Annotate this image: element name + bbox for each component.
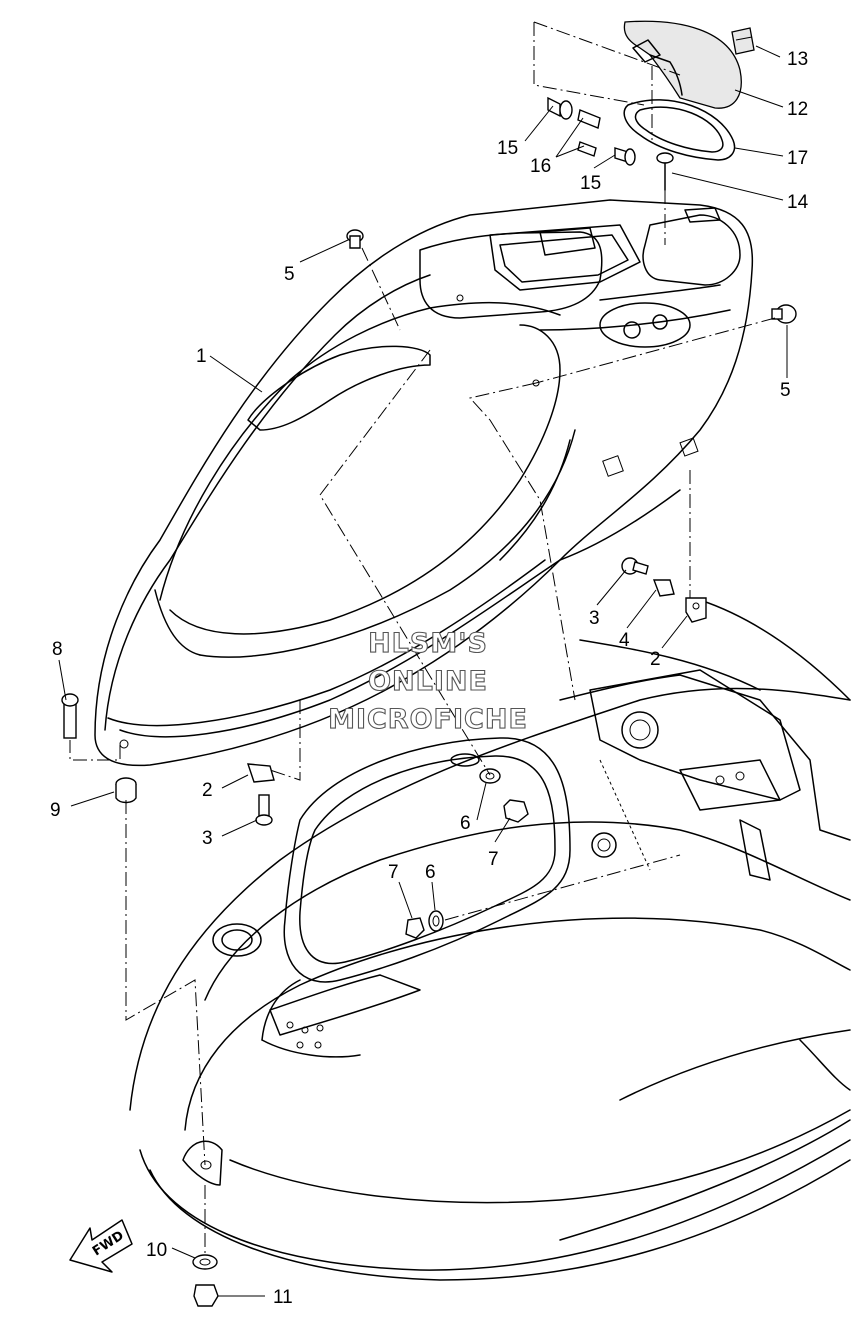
callout-10: 10 [146, 1240, 167, 1261]
watermark-line-3: MICROFICHE [328, 704, 528, 735]
callout-3: 3 [589, 608, 600, 629]
callout-5: 5 [284, 264, 295, 285]
forward-arrow-icon: FWD [69, 1219, 133, 1273]
callout-7: 7 [488, 849, 499, 870]
storage-opening [261, 737, 571, 1058]
callout-6: 6 [425, 862, 436, 883]
callout-11: 11 [273, 1287, 293, 1308]
callout-4: 4 [619, 630, 630, 651]
callout-16: 16 [530, 156, 551, 177]
assembly-lines [69, 21, 776, 1255]
callout-5: 5 [780, 380, 791, 401]
callouts: 1 2 2 3 3 4 5 5 6 6 7 7 8 9 10 11 12 13 … [50, 49, 809, 1308]
callout-9: 9 [50, 800, 61, 821]
hull-deck [129, 687, 851, 1281]
callout-1: 1 [196, 346, 207, 367]
callout-15: 15 [497, 138, 518, 159]
watermark-line-2: ONLINE [368, 666, 488, 697]
watermark: HLSM'S ONLINE MICROFICHE [328, 627, 528, 735]
rear-lid-parts [623, 20, 755, 161]
callout-8: 8 [52, 639, 63, 660]
leader-lines [58, 45, 788, 1297]
callout-6: 6 [460, 813, 471, 834]
inner-deck [559, 599, 851, 881]
callout-2: 2 [202, 780, 213, 801]
callout-15: 15 [580, 173, 601, 194]
callout-17: 17 [787, 148, 808, 169]
cover-part-1 [94, 199, 754, 767]
hardware [61, 96, 797, 1307]
callout-7: 7 [388, 862, 399, 883]
watermark-line-1: HLSM'S [368, 628, 488, 659]
callout-2: 2 [650, 649, 661, 670]
callout-12: 12 [787, 99, 808, 120]
callout-14: 14 [787, 192, 809, 213]
callout-13: 13 [787, 49, 808, 70]
callout-3: 3 [202, 828, 213, 849]
